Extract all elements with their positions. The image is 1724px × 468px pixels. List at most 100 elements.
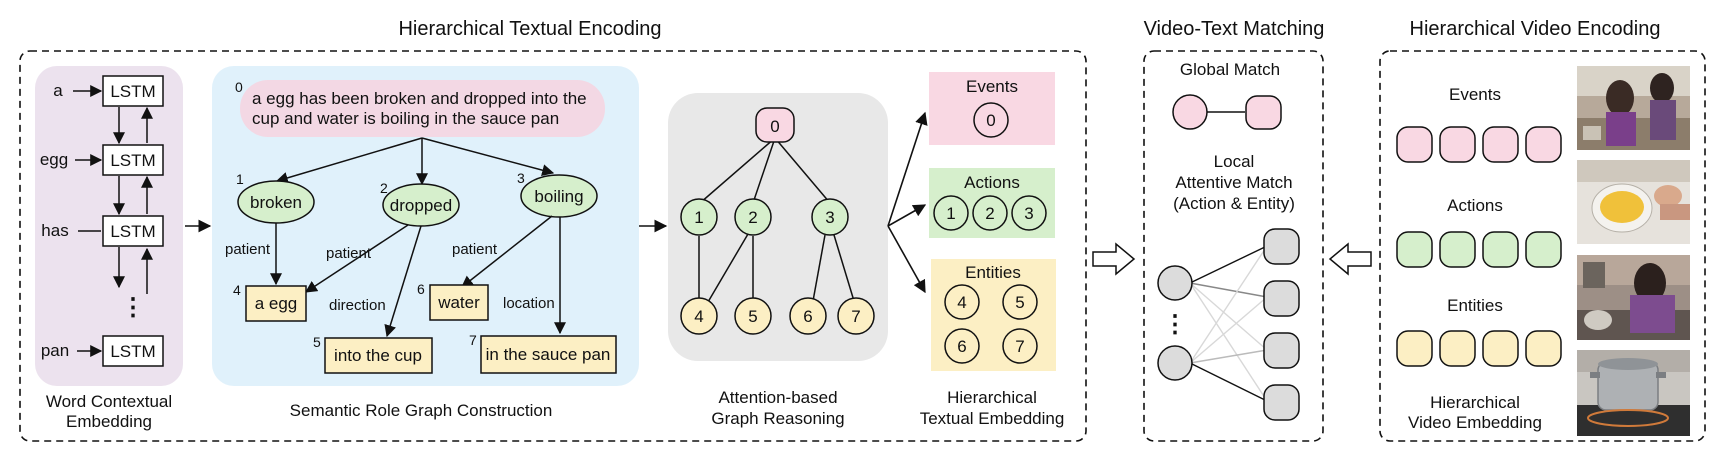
ellipsis: ⋮: [121, 294, 145, 321]
entity-node-label: 7: [1015, 337, 1024, 356]
video-frame: [1577, 160, 1690, 244]
graph-entity-node: [680, 297, 718, 335]
lstm-cell-label: LSTM: [110, 342, 155, 361]
graph-node-label: 4: [694, 307, 703, 326]
lstm-cell-label: LSTM: [110, 151, 155, 170]
actions-label: Actions: [964, 173, 1020, 192]
caption-video-embedding-1: Hierarchical: [1430, 393, 1520, 412]
lstm-cell-label: LSTM: [110, 222, 155, 241]
entity-node: [429, 284, 489, 321]
graph-node-label: 2: [748, 208, 757, 227]
matching-frame: [1143, 50, 1324, 442]
video-action-node: [1525, 231, 1562, 268]
graph-action-node: [734, 198, 772, 236]
video-event-node: [1439, 126, 1476, 163]
caption-word-embedding-1: Word Contextual: [46, 392, 172, 411]
textual-encoding-frame: [19, 50, 1087, 442]
section-title-video-encoding: Hierarchical Video Encoding: [1410, 18, 1661, 40]
graph-node-label: 0: [770, 117, 779, 136]
entity-node-label: 6: [957, 337, 966, 356]
graph-action-node: [680, 198, 718, 236]
video-entity-node: [1482, 330, 1519, 367]
graph-node-label: 5: [748, 307, 757, 326]
verb-label: dropped: [390, 196, 452, 215]
semantic-role-graph: 0 a egg has been broken and dropped into…: [212, 66, 639, 420]
flow-arrow: [887, 204, 927, 227]
video-to-match-arrow: [1328, 242, 1372, 276]
video-frame-thumbnails: [1577, 66, 1690, 436]
entity-node: [480, 335, 617, 374]
word-token: has: [41, 221, 68, 240]
caption-word-embedding-2: Embedding: [66, 412, 152, 431]
node-index: 1: [236, 171, 244, 187]
lstm-cell: [102, 75, 164, 107]
section-title-video-text-matching: Video-Text Matching: [1144, 18, 1325, 40]
graph-entity-node: [789, 297, 827, 335]
node-index: 2: [380, 180, 388, 196]
local-text-node: [1157, 265, 1193, 301]
action-node-label: 1: [946, 204, 955, 223]
graph-node-label: 6: [803, 307, 812, 326]
role-label: direction: [329, 297, 386, 314]
local-match-label-3: (Action & Entity): [1173, 194, 1295, 213]
role-label: patient: [225, 241, 271, 258]
entity-label: a egg: [255, 294, 298, 313]
events-label: Events: [966, 77, 1018, 96]
graph-action-node: [811, 198, 849, 236]
graph-node-label: 3: [825, 208, 834, 227]
word-token: a: [53, 81, 63, 100]
entity-node: [324, 337, 433, 374]
node-index: 5: [313, 334, 321, 350]
video-event-node: [1482, 126, 1519, 163]
video-action-node: [1439, 231, 1476, 268]
ellipsis: ⋮: [1163, 311, 1187, 338]
local-video-node: [1263, 332, 1300, 369]
entity-label: water: [437, 293, 480, 312]
graph-node-label: 7: [851, 307, 860, 326]
word-contextual-embedding: LSTM LSTM LSTM LSTM a egg has pan ⋮ Word…: [35, 66, 183, 431]
node-index: 0: [235, 79, 243, 95]
word-token: pan: [41, 341, 69, 360]
global-video-node: [1245, 95, 1282, 130]
flow-arrow: [887, 111, 928, 227]
caption-graph-reasoning-2: Graph Reasoning: [711, 409, 844, 428]
caption-graph-reasoning-1: Attention-based: [718, 388, 837, 407]
hierarchical-video-embedding: Events Actions Entities Hierarchical Vid…: [1396, 85, 1562, 432]
node-index: 3: [517, 170, 525, 186]
local-text-node: [1157, 345, 1193, 381]
entities-label: Entities: [965, 263, 1021, 282]
graph-node-label: 1: [694, 208, 703, 227]
video-encoding-frame: [1379, 50, 1706, 442]
video-frame: [1577, 350, 1690, 436]
local-match-label-1: Local: [1214, 152, 1255, 171]
lstm-cell: [102, 144, 164, 176]
node-index: 7: [469, 332, 477, 348]
global-match-label: Global Match: [1180, 60, 1280, 79]
entity-label: into the cup: [334, 346, 422, 365]
section-title-textual-encoding: Hierarchical Textual Encoding: [398, 18, 661, 40]
sentence-line-1: a egg has been broken and dropped into t…: [252, 89, 587, 108]
video-frame: [1577, 66, 1690, 150]
video-events-label: Events: [1449, 85, 1501, 104]
local-video-node: [1263, 384, 1300, 421]
video-event-node: [1525, 126, 1562, 163]
local-video-node: [1263, 280, 1300, 317]
sentence-bubble: [240, 80, 605, 137]
caption-video-embedding-2: Video Embedding: [1408, 413, 1542, 432]
video-frame: [1577, 255, 1690, 340]
lstm-cell: [102, 215, 164, 247]
video-entity-node: [1525, 330, 1562, 367]
local-video-node: [1263, 228, 1300, 265]
node-index: 6: [417, 281, 425, 297]
caption-graph-construction: Semantic Role Graph Construction: [290, 401, 553, 420]
video-entity-node: [1396, 330, 1433, 367]
event-node-label: 0: [986, 111, 995, 130]
video-event-node: [1396, 126, 1433, 163]
caption-textual-embedding-1: Hierarchical: [947, 388, 1037, 407]
graph-entity-node: [837, 297, 875, 335]
node-index: 4: [233, 282, 241, 298]
role-label: patient: [452, 241, 498, 258]
video-text-matching: Global Match Local Attentive Match (Acti…: [1157, 60, 1300, 421]
verb-node: [520, 174, 598, 218]
